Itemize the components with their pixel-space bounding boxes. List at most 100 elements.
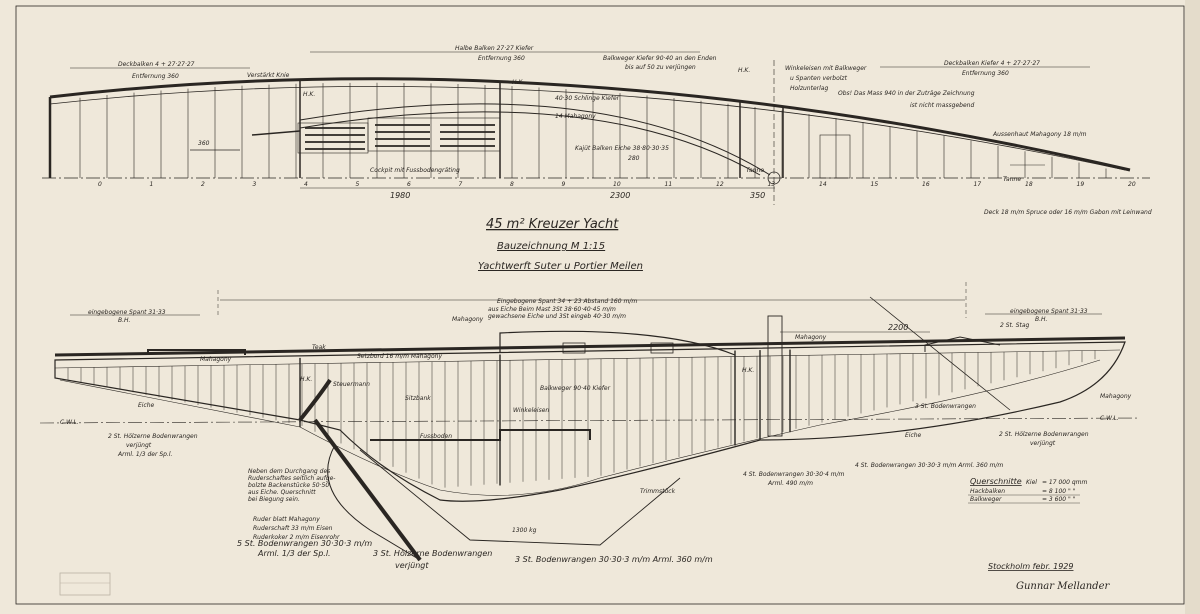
label-eingebogene-top: Eingebogene Spant 34 + 23 Abstand 160 m/… [497,298,637,305]
label-stag: 2 St. Stag [1000,322,1030,329]
ballast-keel [359,449,681,546]
waterline [39,417,1141,424]
dim-2300: 2300 [610,191,630,200]
note-ruder-3: Ruderkoker 2 m/m Eisenrohr [253,534,340,541]
label-eiche-aft: Eiche [138,402,155,409]
label-hoelz-right-2: verjüngt [1030,440,1056,447]
cross-section-value: = 8 100 " " [1042,488,1076,495]
label-hoelz-right: 2 St. Hölzerne Bodenwrangen [999,431,1089,438]
note-neben-5: bei Biegung sein. [248,496,300,503]
dim-280: 280 [628,155,640,162]
label-boden4c: 4 St. Bodenwrangen 30·30·3 m/m Arml. 360… [855,462,1003,469]
label-tanne-mid: Tanne [746,167,764,174]
hull-outline [54,341,1126,502]
frame-number: 12 [716,181,724,188]
label-cwl-right: C.W.L. [1100,415,1119,422]
frame-number: 4 [304,181,308,188]
label-obs-2: ist nicht massgebend [910,102,974,109]
cross-section-name: Hackbalken [970,488,1005,495]
profile-frames [67,349,1096,488]
label-hk-right: H.K. [738,67,750,74]
label-bodenwr-small: 3 St. Bodenwrangen [915,403,976,410]
label-deckbalken-right-dist: Entfernung 360 [962,70,1009,77]
frame-number: 2 [201,181,205,188]
label-halbe-balken-dist: Entfernung 360 [478,55,525,62]
dim-360: 360 [198,140,210,147]
label-mahagony-bow: Mahagony [1100,393,1132,400]
label-schlinge: 40·30 Schlinge Kiefer [555,95,620,102]
note-neben-1: Neben dem Durchgang des [248,468,330,475]
cross-section-name: Balkweger [970,496,1002,503]
frame-number: 18 [1025,181,1033,188]
note-ruder-2: Ruderschaft 33 m/m Eisen [253,525,333,532]
frame-border [15,5,1185,605]
cross-sections-table: Querschnitte Hackbalken Balkweger Kiel =… [968,477,1087,504]
label-eingebogene-top-3: gewachsene Eiche und 3St eingeb 40·30 m/… [488,313,626,320]
label-mahagony-aft: Mahagony [200,356,232,363]
frame-number: 9 [562,181,566,188]
label-halbe-balken: Halbe Balken 27·27 Kiefer [455,45,534,52]
skylight-2 [650,342,674,354]
label-winkeleisen: Winkeleisen [513,407,549,414]
dim-1980: 1980 [390,191,410,200]
mast-heel [767,315,783,437]
label-hk-mast: H.K. [742,367,754,374]
frame-number: 6 [407,181,411,188]
clamp-line [54,349,1121,369]
label-trimmstueck: Trimmstück [640,488,676,495]
label-hk-mid: H.K. [512,79,524,86]
label-hoelz-left-2: verjüngt [126,442,152,449]
floor-boards [370,429,591,441]
label-ballast-weight: 1300 kg [512,527,537,534]
label-cwl-left: C.W.L. [60,419,79,426]
note-ruder-1: Ruder blatt Mahagony [253,516,320,523]
label-teak: Teak [312,344,326,351]
cabin-roof [499,330,736,356]
label-boden3: 3 St. Bodenwrangen 30·30·3 m/m Arml. 360… [515,555,713,564]
frame-number: 20 [1128,181,1136,188]
tiller [298,378,332,422]
frame-number: 5 [356,181,360,188]
label-holzunterlag: Holzunterlag [790,85,828,92]
label-winkeleisen-2: u Spanten verbolzt [790,75,848,82]
paper-edge [1185,0,1200,614]
fwd-hatch [924,336,1001,352]
shipyard-name: Yachtwerft Suter u Portier Meilen [478,261,643,272]
tiller [251,130,301,136]
label-mahagony-top: Mahagony [452,316,484,323]
label-boden4b: Arml. 490 m/m [767,480,813,487]
label-winkeleisen: Winkeleisen mit Balkweger [785,65,867,72]
cross-section-value: = 17 000 qmm [1042,479,1087,486]
forestay [869,296,1011,411]
label-mahagony-fwd: Mahagony [795,334,827,341]
frame-number: 13 [768,181,776,188]
label-balkweger: Balkweger 90·40 Kiefer [540,385,611,392]
frame-number: 14 [819,181,827,188]
aft-coaming [147,349,246,355]
label-mahagoni: 14 Mahagony [555,113,596,120]
frame-number: 16 [922,181,930,188]
hull-profile-view: Eingebogene Spant 34 + 23 Abstand 160 m/… [39,282,1141,570]
label-boden5: 5 St. Bodenwrangen 30·30·3 m/m [237,539,372,548]
rudder-blade [327,444,421,561]
label-verstaerkt: Verstärkt Knie [247,72,290,79]
label-boden4a: 4 St. Bodenwrangen 30·30·4 m/m [743,471,845,478]
label-setzbord: Setzbord 16 m/m Mahagony [357,353,442,360]
label-hoelz3: 3 St. Hölzerne Bodenwrangen [373,549,492,558]
cockpit-grating [297,117,501,154]
frame-number: 1 [150,181,154,188]
label-eingebogene-left: eingebogene Spant 31·33 [88,309,166,316]
label-kajuet: Kajüt Balken Eiche 38·80·30·35 [575,145,669,152]
note-neben-3: bolzte Backenstücke 50·50 [248,482,329,489]
label-bh-left: B.H. [118,317,131,324]
label-boden5-b: Arml. 1/3 der Sp.l. [257,549,331,558]
place-date: Stockholm febr. 1929 [988,562,1073,571]
label-fussboden: Fussboden [420,433,452,440]
frame-number: 3 [253,181,257,188]
schlinge-arch-inner [299,111,761,176]
frame-number: 17 [974,181,982,188]
